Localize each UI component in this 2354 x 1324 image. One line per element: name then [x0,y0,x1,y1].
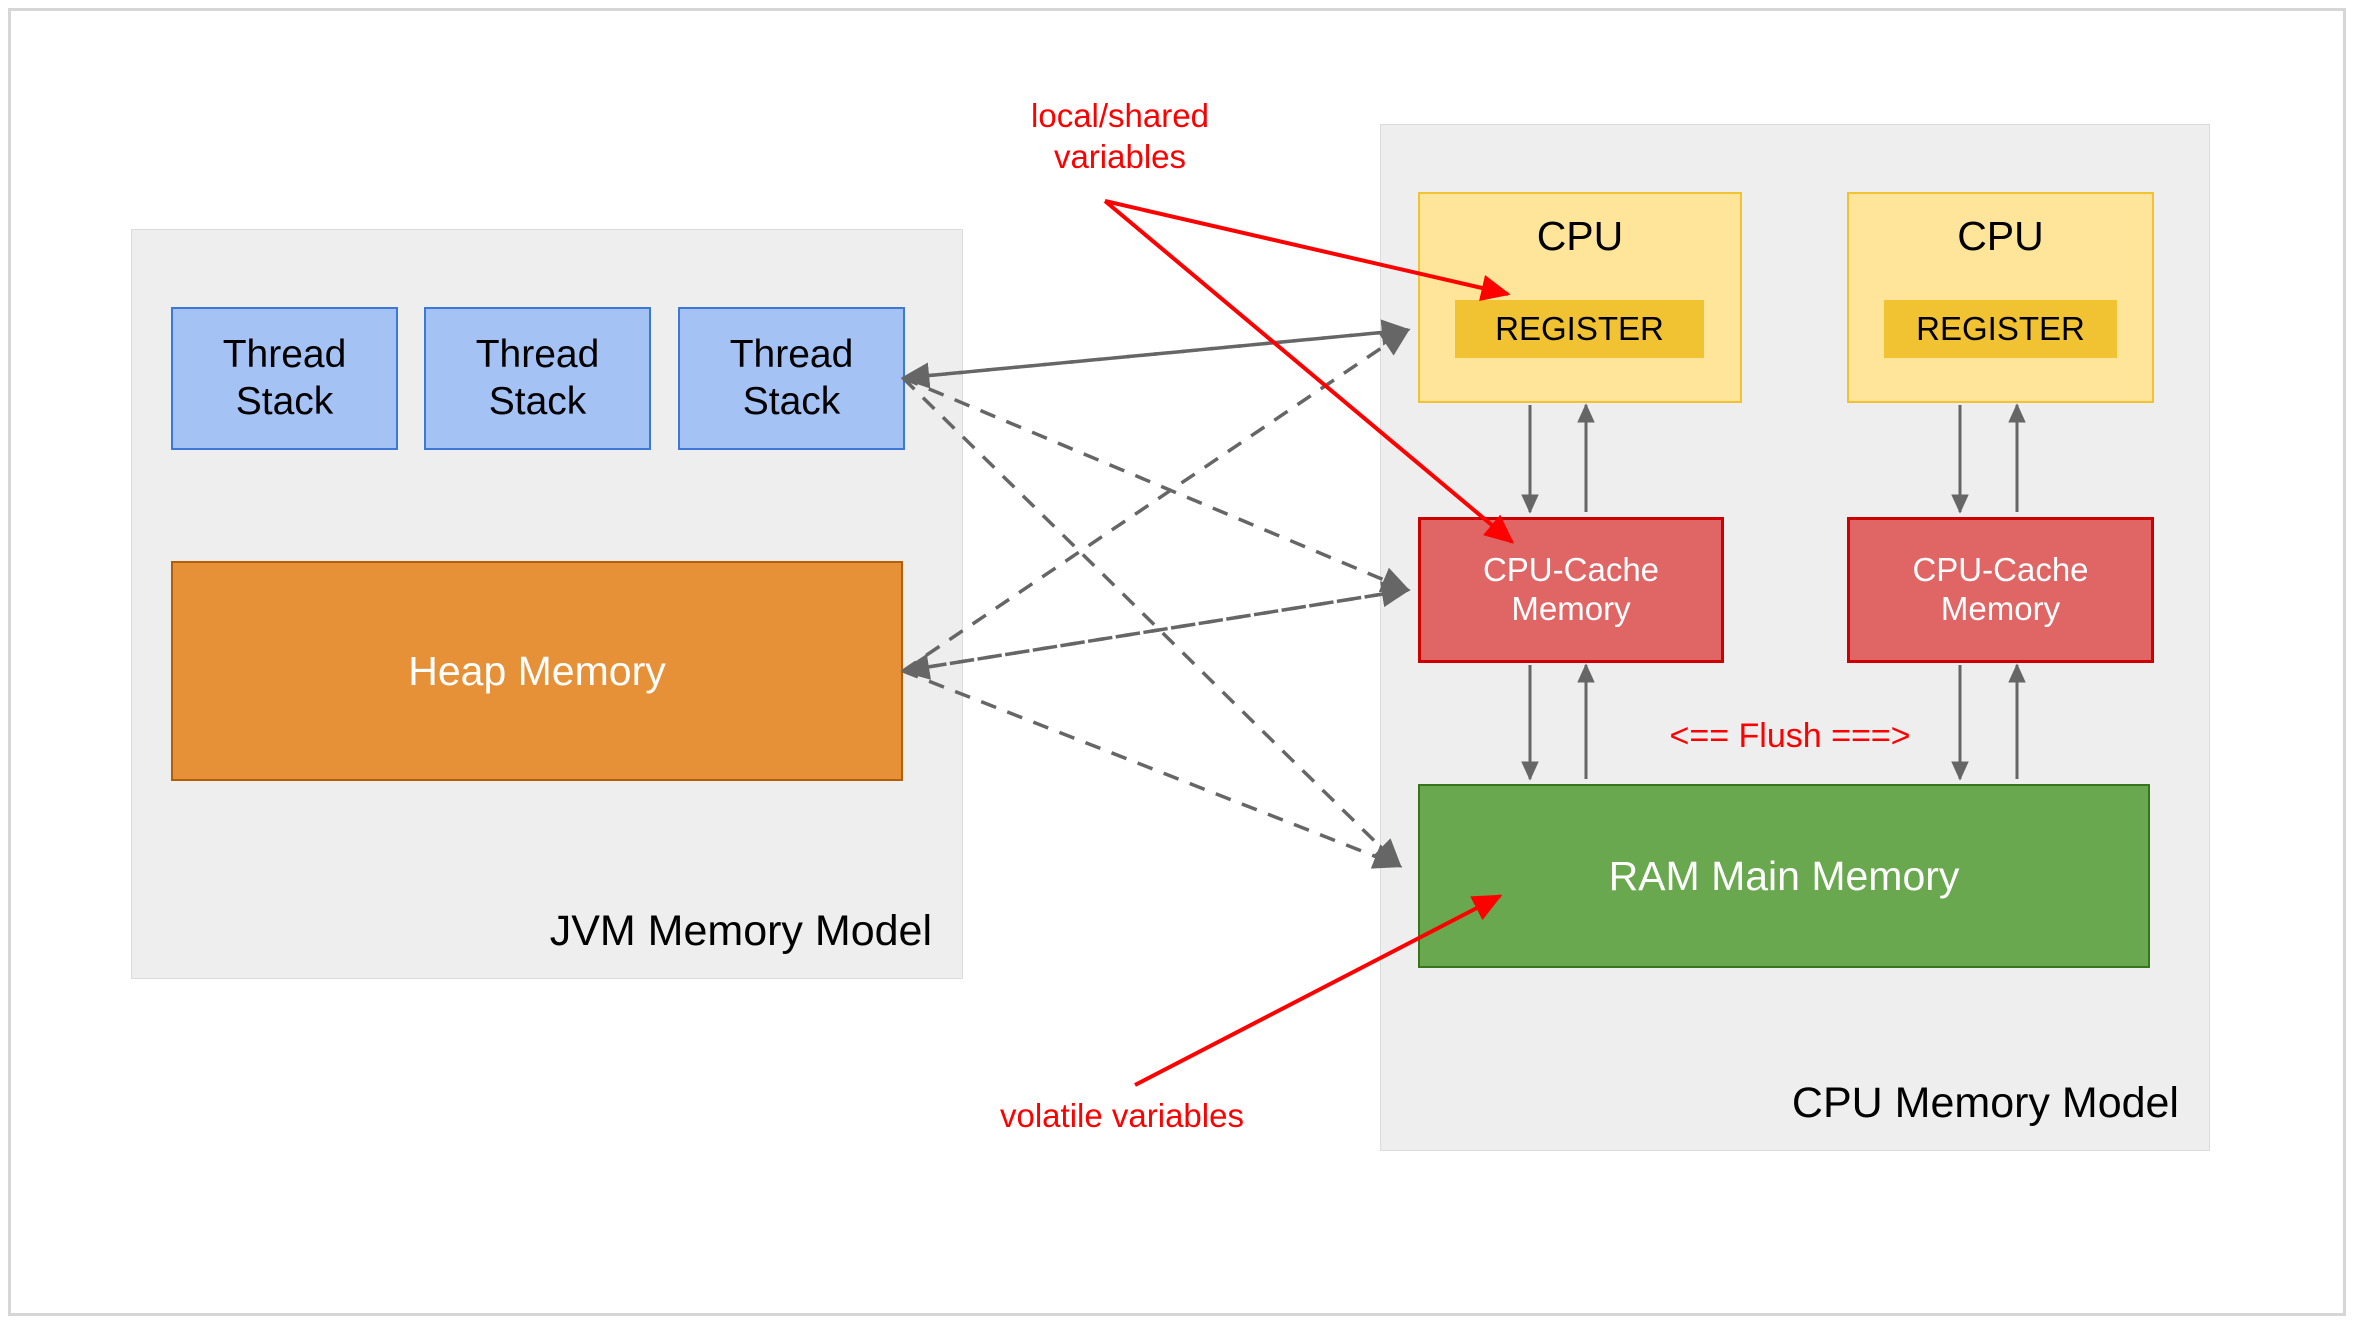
cpu-box-1[interactable]: CPU [1418,192,1742,403]
cpu-cache-memory-box-1[interactable]: CPU-Cache Memory [1418,517,1724,663]
register-box-2[interactable]: REGISTER [1884,300,2117,358]
cpu-cache-memory-box-2[interactable]: CPU-Cache Memory [1847,517,2154,663]
cpu-panel-title: CPU Memory Model [1791,1079,2179,1127]
flush-label: <== Flush ===> [1669,717,1911,755]
ram-main-memory-box[interactable]: RAM Main Memory [1418,784,2150,968]
cpu-box-2[interactable]: CPU [1847,192,2154,403]
jvm-panel-title: JVM Memory Model [549,907,932,955]
heap-memory-box[interactable]: Heap Memory [171,561,903,781]
volatile-variables-label: volatile variables [1000,1097,1244,1134]
thread-stack-box-1[interactable]: Thread Stack [171,307,398,450]
thread-stack-box-2[interactable]: Thread Stack [424,307,651,450]
register-box-1[interactable]: REGISTER [1455,300,1704,358]
thread-stack-box-3[interactable]: Thread Stack [678,307,905,450]
local-shared-variables-label: local/shared variables [1031,97,1209,176]
